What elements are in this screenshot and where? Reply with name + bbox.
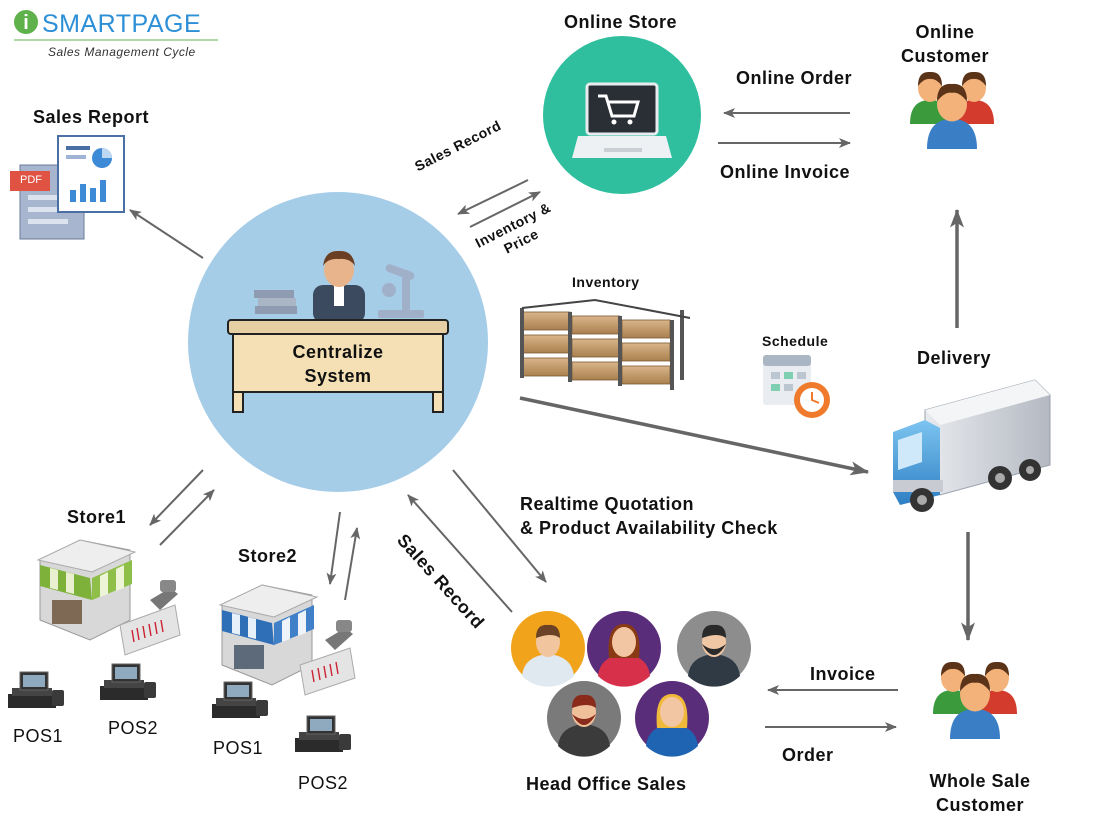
cart-laptop-icon <box>572 82 672 158</box>
arrow-hub-to-store1 <box>149 469 204 526</box>
label-online-customer: Online Customer <box>900 22 989 66</box>
label-store1-pos2: POS2 <box>108 718 159 738</box>
pos-terminal-icon <box>295 715 351 752</box>
pos-terminal-icon <box>100 663 156 700</box>
label-store1: Store1 <box>67 507 127 527</box>
person-avatar-icon <box>635 681 709 757</box>
label-online-invoice: Online Invoice <box>720 162 851 182</box>
label-realtime-quotation: Realtime Quotation & Product Availabilit… <box>520 494 778 538</box>
label-delivery: Delivery <box>917 348 992 368</box>
pdf-badge <box>10 171 50 191</box>
arrow-inventory-to-delivery <box>519 396 870 476</box>
customer-group-icon <box>910 71 994 149</box>
customer-group-icon <box>933 661 1017 739</box>
label-whole-sale-customer: Whole Sale Customer <box>929 771 1031 815</box>
truck-icon <box>893 379 1051 512</box>
person-avatar-icon <box>587 611 661 687</box>
label-online-store: Online Store <box>564 12 678 32</box>
label-centralize-system: Centralize System <box>292 342 384 386</box>
arrow-sales-record-to-hub <box>457 179 529 215</box>
arrow-store1-to-hub <box>159 489 215 546</box>
arrow-quotation-to-head-office <box>452 469 547 583</box>
label-invoice: Invoice <box>810 664 876 684</box>
desk-person-icon <box>227 250 449 413</box>
arrow-sales-record-from-head-office <box>407 494 513 613</box>
arrow-hub-to-store2 <box>326 511 341 585</box>
pos-terminal-icon <box>8 671 64 708</box>
pdf-badge-text: PDF <box>20 174 42 186</box>
label-head-office-sales: Head Office Sales <box>526 774 687 794</box>
report-icon <box>10 135 125 240</box>
person-avatar-icon <box>677 611 751 687</box>
warehouse-icon <box>520 298 691 390</box>
storefront-icon <box>218 584 319 686</box>
logo-mark <box>14 10 38 34</box>
person-avatar-icon <box>547 681 621 757</box>
label-order: Order <box>782 745 834 765</box>
calendar-icon <box>763 355 830 418</box>
label-store2-pos2: POS2 <box>298 773 349 793</box>
label-inventory: Inventory <box>572 274 640 290</box>
arrow-to-sales-report <box>129 209 204 259</box>
brand-name: SMARTPAGE <box>42 10 201 38</box>
storefront-icon <box>36 539 137 641</box>
label-store2: Store2 <box>238 546 298 566</box>
label-store1-pos1: POS1 <box>13 726 64 746</box>
person-avatar-icon <box>511 611 585 687</box>
barcode-scanner-icon <box>119 580 181 656</box>
label-schedule: Schedule <box>762 333 829 349</box>
brand-tagline: Sales Management Cycle <box>48 45 196 59</box>
label-store2-pos1: POS1 <box>213 738 264 758</box>
arrow-inventory-price-to-store <box>469 191 541 228</box>
label-online-order: Online Order <box>736 68 853 88</box>
logo-letter: i <box>23 12 29 34</box>
pos-terminal-icon <box>212 681 268 718</box>
label-sales-report: Sales Report <box>33 107 150 127</box>
logo: i SMARTPAGE <box>14 10 218 41</box>
arrow-store2-to-hub <box>344 527 361 601</box>
barcode-scanner-icon <box>299 620 356 696</box>
